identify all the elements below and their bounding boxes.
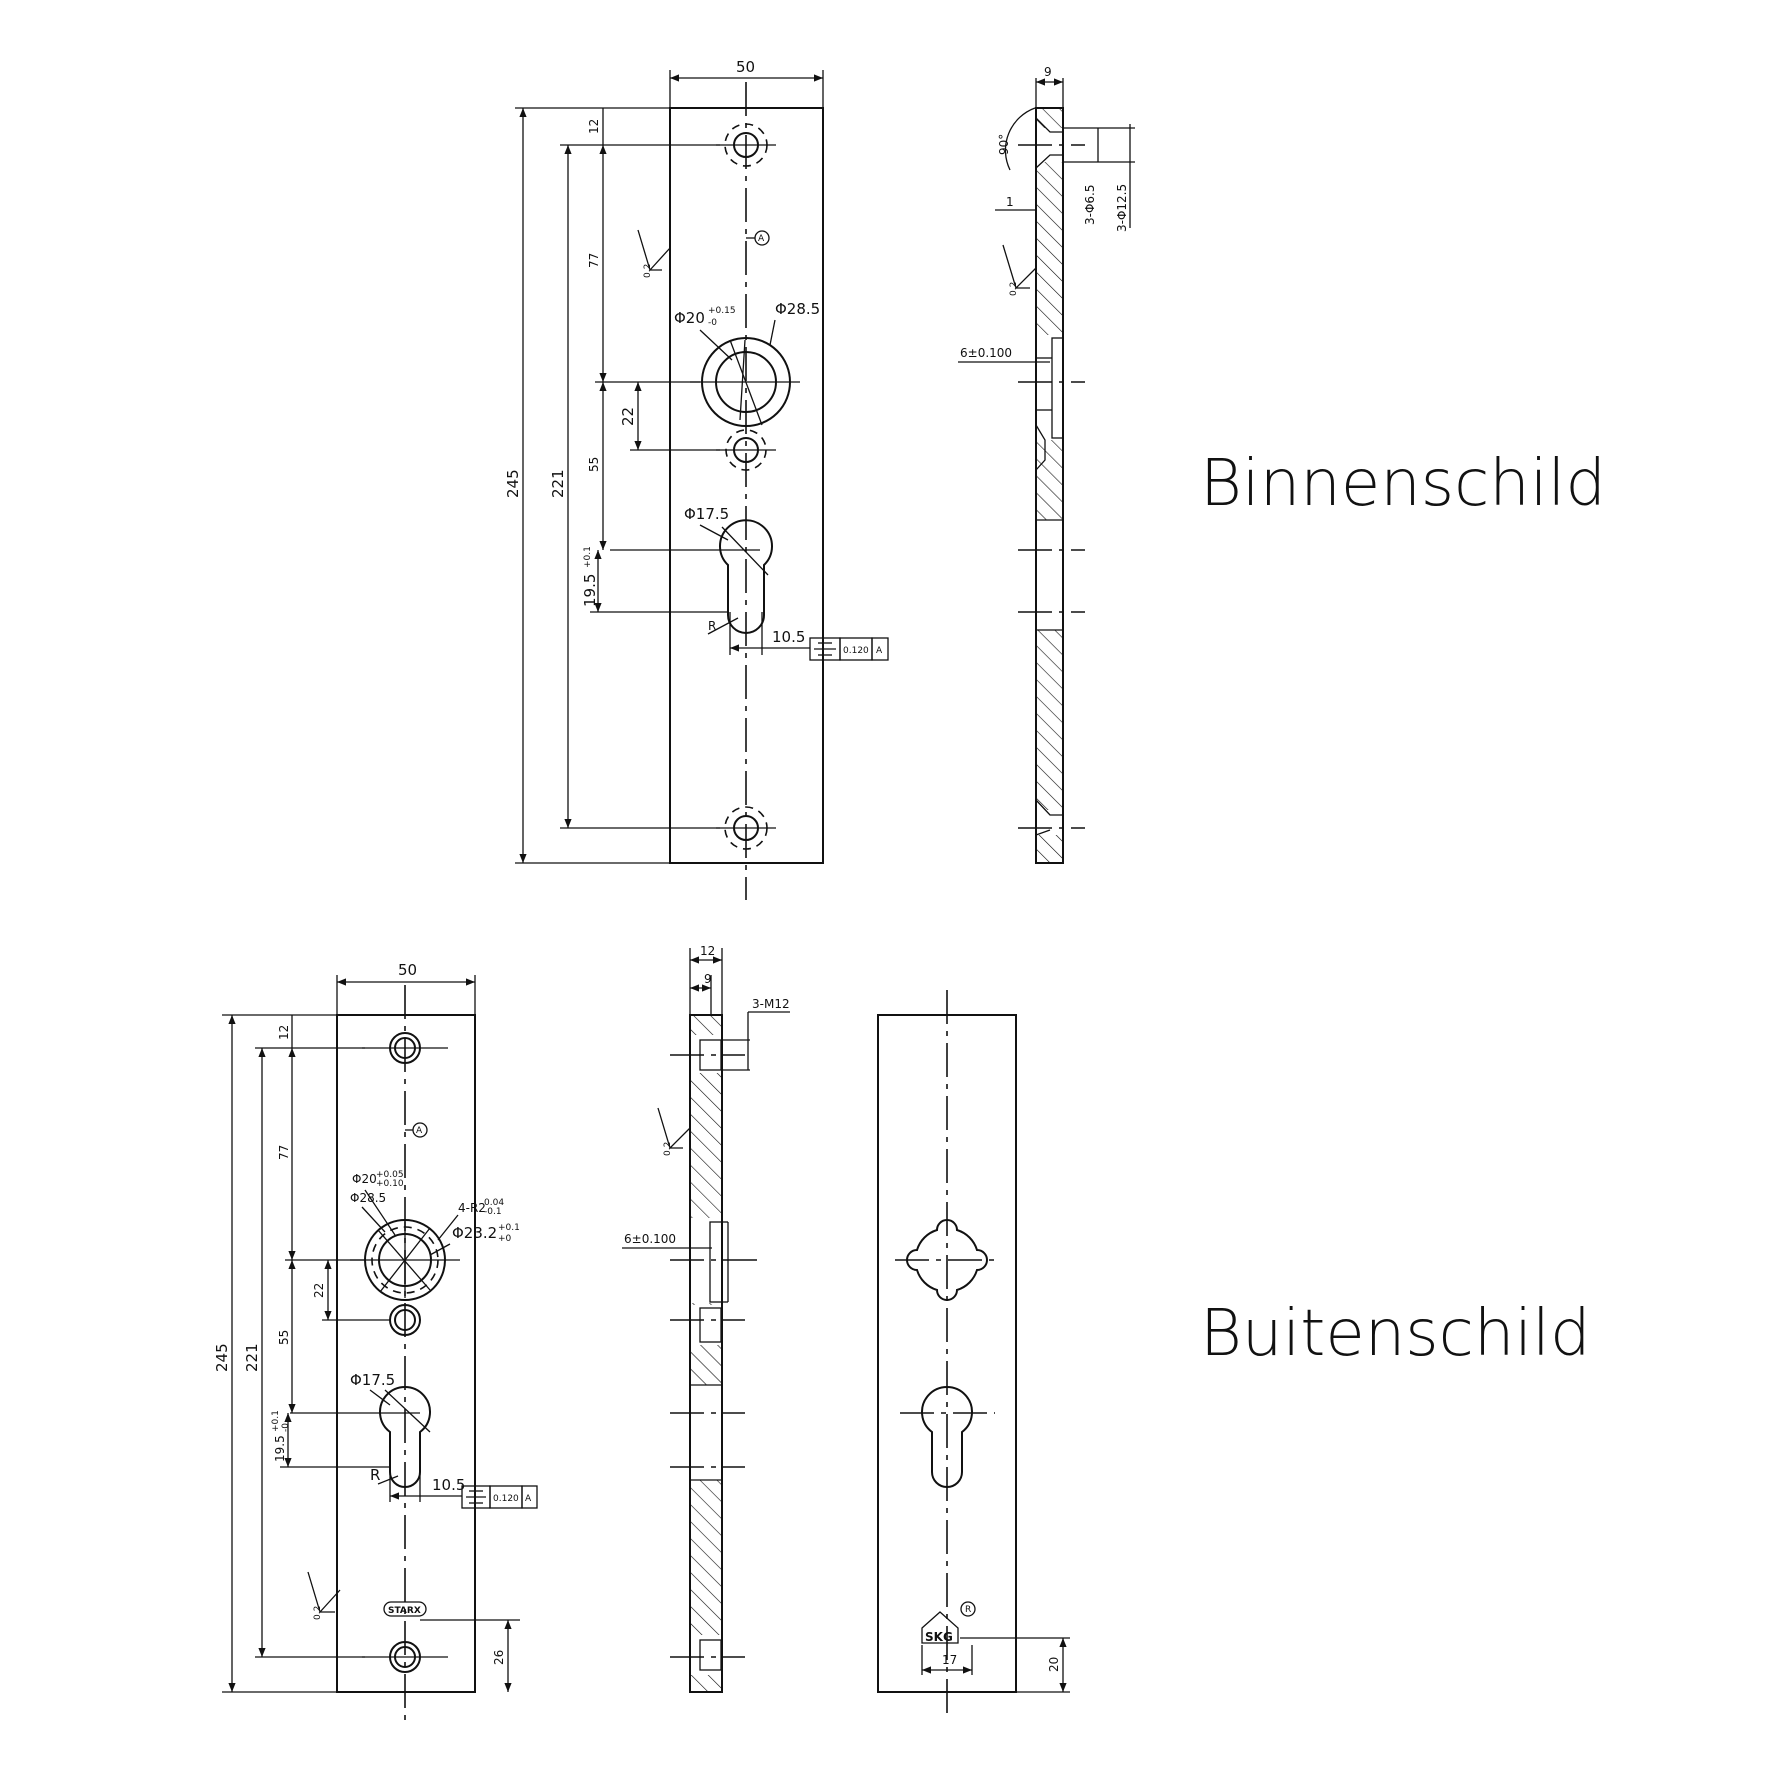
svg-text:0.2: 0.2 [1009, 282, 1019, 296]
inner-thickness-label: 9 [1044, 65, 1052, 79]
outer-bottom-offset-label: 26 [492, 1650, 506, 1665]
inner-side-hatch [1036, 108, 1063, 863]
outer-back-skg-logo [921, 1611, 959, 1644]
svg-text:R: R [965, 1605, 971, 1615]
inner-cylinder-cutout [719, 519, 773, 634]
svg-text:0.2: 0.2 [313, 1606, 323, 1620]
inner-front-view: 50 245 221 12 77 22 55 19.5 +0.1 0.2 A Φ… [504, 58, 889, 900]
outer-back-logo-width-label: 17 [942, 1653, 957, 1667]
svg-text:+0.1: +0.1 [583, 546, 593, 568]
inner-side-view: 9 90° 1 3-Φ6.5 3-Φ12.5 0.2 6±0.100 [958, 65, 1135, 864]
svg-text:-0.1: -0.1 [484, 1207, 502, 1217]
inner-handle-to-hole-label: 22 [619, 407, 637, 426]
outer-hole-pitch-label: 221 [243, 1343, 261, 1372]
outer-logo-text: STARX [388, 1606, 421, 1616]
inner-hole-large-label: 3-Φ12.5 [1115, 184, 1129, 232]
inner-recess-label: Φ28.5 [775, 300, 820, 318]
inner-hole-pitch-label: 221 [549, 469, 567, 498]
outer-thread-label: 3-M12 [752, 997, 790, 1011]
inner-width-label: 50 [736, 58, 755, 76]
outer-back-skg-text: SKG [925, 1630, 953, 1644]
outer-pin-label: 6±0.100 [624, 1232, 676, 1246]
svg-text:-0: -0 [281, 1423, 291, 1432]
outer-tolerance-datum: A [525, 1494, 532, 1504]
inner-bore-label: Φ20 [674, 309, 705, 327]
registered-mark [960, 1601, 976, 1617]
inner-handle-to-cylinder-label: 55 [587, 457, 601, 472]
svg-text:+0.1: +0.1 [271, 1410, 281, 1432]
outer-tolerance-value: 0.120 [493, 1494, 519, 1504]
inner-step-label: 1 [1006, 195, 1014, 209]
inner-side-outline [1035, 107, 1064, 864]
svg-text:+0.10: +0.10 [376, 1179, 404, 1189]
inner-top-offset-label: 12 [587, 119, 601, 134]
outer-plate-thickness-label: 9 [704, 972, 712, 986]
outer-cylinder-offset-label: 19.5 [273, 1435, 287, 1462]
outer-recess-label: Φ28.5 [350, 1191, 386, 1205]
svg-text:0.2: 0.2 [663, 1142, 673, 1156]
outer-slot-width-label: 10.5 [432, 1476, 465, 1494]
inner-tolerance-value: 0.120 [843, 646, 869, 656]
svg-text:0.2: 0.2 [643, 264, 653, 278]
inner-countersink-angle: 90° [997, 134, 1011, 155]
inner-total-height-label: 245 [504, 469, 522, 498]
outer-bore-label: Φ20 [352, 1172, 377, 1186]
outer-notch-label: 4-R2 [458, 1201, 486, 1215]
outer-back-handle-cutout [906, 1219, 988, 1301]
outer-roughness-symbol [307, 1571, 341, 1614]
outer-front-view: STARX 50 245 221 12 77 22 55 19.5 +0.1 [213, 961, 538, 1720]
inner-roughness-symbol [637, 229, 671, 272]
outer-cylinder-dia-label: Φ17.5 [350, 1371, 395, 1389]
inner-radius-label: R [708, 619, 716, 633]
outer-back-view: SKG R 17 20 [877, 990, 1070, 1720]
inner-pin-label: 6±0.100 [960, 346, 1012, 360]
inner-cylinder-dia-label: Φ17.5 [684, 505, 729, 523]
svg-text:+0.15: +0.15 [708, 306, 736, 316]
inner-to-handle-label: 77 [587, 253, 601, 268]
outer-total-thickness-label: 12 [700, 944, 715, 958]
outer-logo-badge [383, 1601, 427, 1617]
outer-side-view: 12 9 3-M12 0.2 6±0.100 [622, 944, 790, 1693]
title-buitenschild: Buitenschild [1200, 1297, 1591, 1371]
inner-slot-width-label: 10.5 [772, 628, 805, 646]
inner-tolerance-datum: A [876, 646, 883, 656]
outer-datum-marker: A [416, 1126, 423, 1136]
inner-side-roughness-symbol [1002, 244, 1037, 290]
outer-ring-label: Φ23.2 [452, 1224, 497, 1242]
outer-plate-outline [336, 1014, 476, 1693]
outer-handle-to-cylinder-label: 55 [277, 1330, 291, 1345]
outer-to-handle-label: 77 [277, 1145, 291, 1160]
outer-back-logo-offset-label: 20 [1047, 1657, 1061, 1672]
svg-text:0.04: 0.04 [484, 1198, 504, 1208]
inner-hole-small-label: 3-Φ6.5 [1083, 185, 1097, 226]
outer-handle-to-hole-label: 22 [312, 1283, 326, 1298]
outer-total-height-label: 245 [213, 1343, 231, 1372]
svg-text:+0: +0 [498, 1234, 512, 1244]
outer-radius-label: R [370, 1466, 380, 1484]
outer-width-label: 50 [398, 961, 417, 979]
title-binnenschild: Binnenschild [1200, 447, 1606, 521]
inner-cylinder-offset-label: 19.5 [581, 574, 599, 607]
outer-side-hatch [690, 1015, 722, 1692]
outer-top-offset-label: 12 [277, 1025, 291, 1040]
svg-text:+0.05: +0.05 [376, 1170, 404, 1180]
inner-datum-marker: A [758, 234, 765, 244]
svg-text:-0: -0 [708, 318, 717, 328]
svg-text:+0.1: +0.1 [498, 1223, 520, 1233]
outer-cylinder-cutout [379, 1386, 431, 1488]
outer-side-outline [689, 1014, 723, 1693]
outer-side-roughness-symbol [657, 1107, 691, 1150]
